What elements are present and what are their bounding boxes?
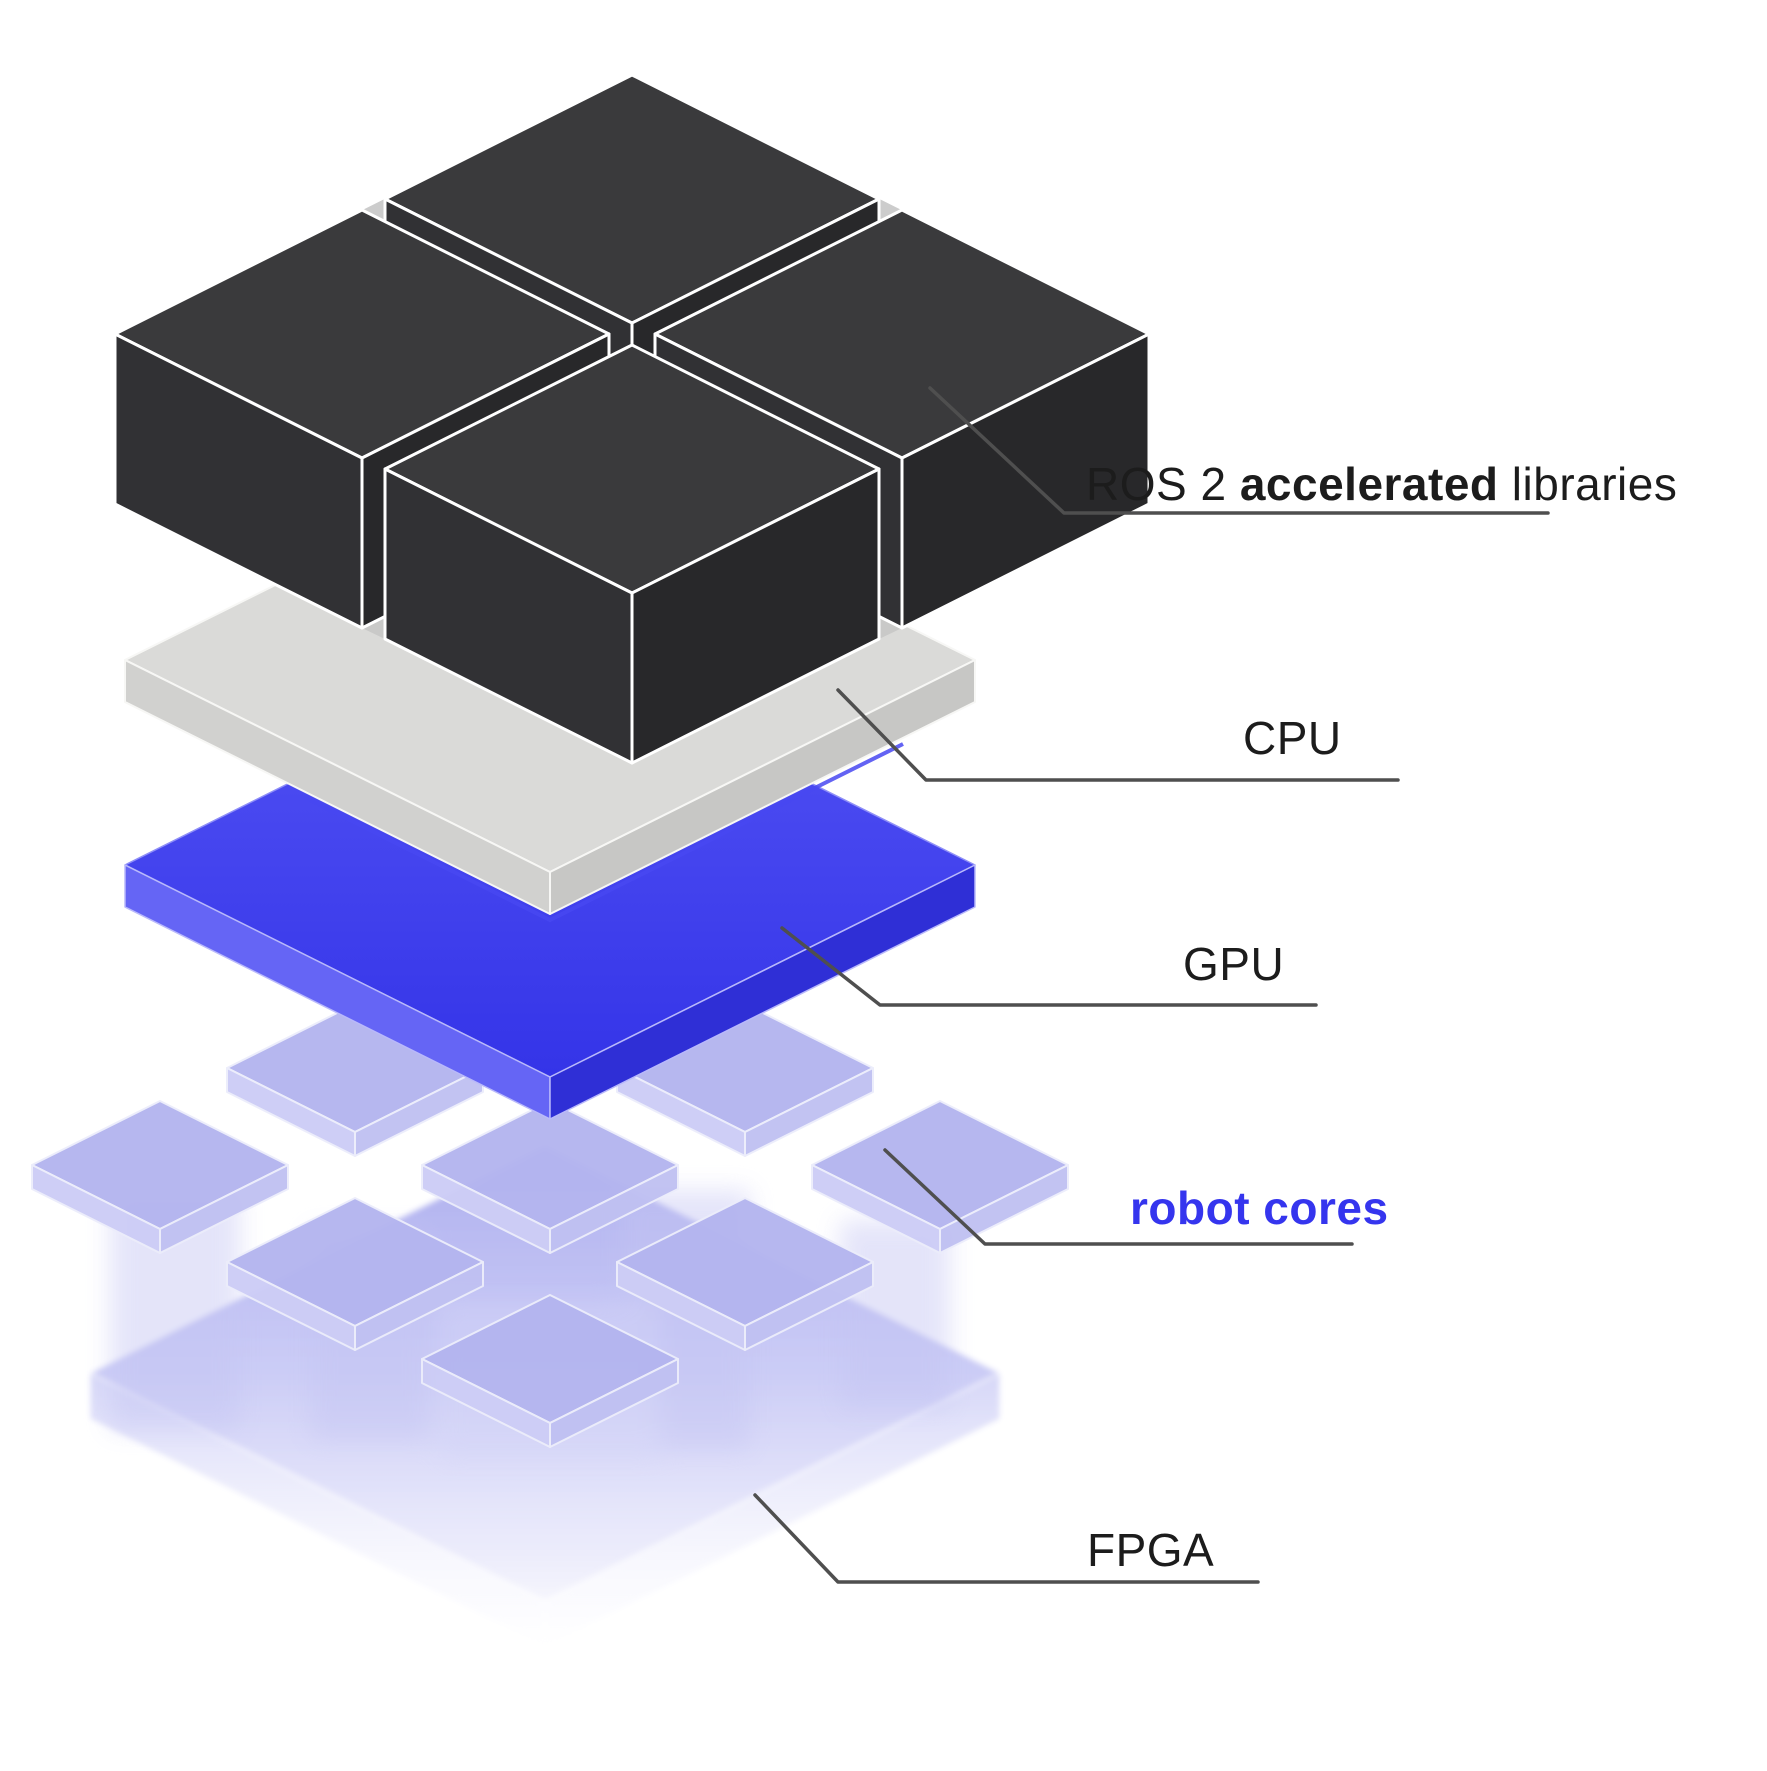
gpu-rim-highlight [309, 742, 904, 923]
label-ros2-libraries: ROS 2 accelerated libraries [1086, 458, 1677, 511]
robot-core-tile [421, 1294, 679, 1448]
ros2-cube [383, 343, 881, 765]
label-robot-cores: robot cores [1130, 1182, 1389, 1234]
robot-core-tile [31, 1100, 289, 1254]
fpga-right-face [544, 1371, 1001, 1649]
robot-core-tile [226, 1197, 484, 1351]
label-ros2-bold: accelerated [1239, 458, 1499, 510]
leader-ros2 [928, 386, 1550, 515]
gpu-right-face [549, 864, 976, 1120]
leader-robot-cores [883, 1148, 1354, 1246]
label-fpga: FPGA [1087, 1524, 1215, 1576]
leader-fpga [753, 1493, 1260, 1584]
label-ros2-pre: ROS 2 [1086, 458, 1240, 510]
robot-core-tile [616, 1197, 874, 1351]
label-cpu: CPU [1243, 712, 1342, 764]
ros2-cubes-illustration [113, 73, 1151, 765]
leader-gpu [780, 926, 1318, 1007]
leader-lines [753, 386, 1550, 1584]
label-ros2-post: libraries [1498, 458, 1678, 510]
robot-core-tile [421, 1100, 679, 1254]
label-gpu: GPU [1183, 938, 1285, 990]
leader-cpu [836, 688, 1400, 782]
